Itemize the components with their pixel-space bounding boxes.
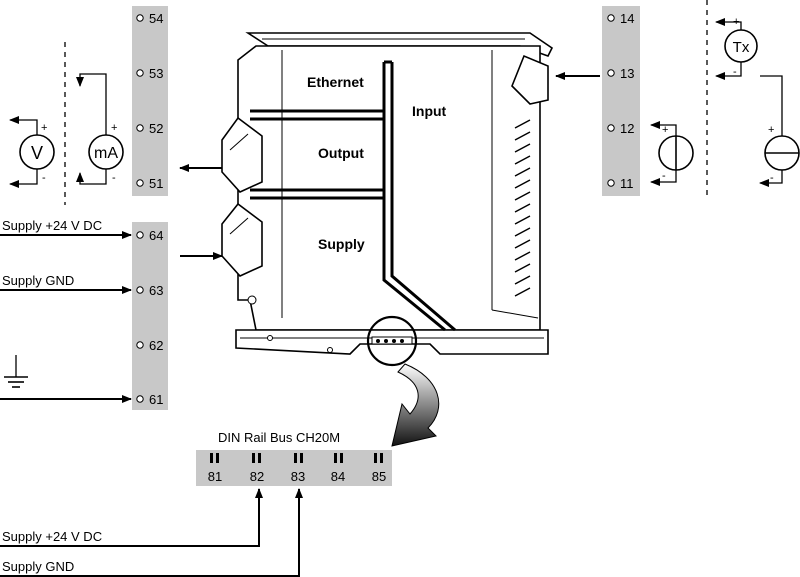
supply-gnd-label: Supply GND — [2, 273, 74, 288]
ammeter-plus: + — [111, 122, 117, 134]
terminal-52: 52 — [149, 121, 163, 136]
output-terminal-strip: 54 53 52 51 — [132, 6, 168, 196]
curved-arrow-icon — [391, 363, 440, 447]
terminal-61: 61 — [149, 392, 163, 407]
ammeter-symbol: mA — [94, 145, 118, 162]
terminal-12: 12 — [620, 121, 634, 136]
device-housing: Ethernet Output Supply Input — [221, 32, 554, 355]
terminal-51: 51 — [149, 176, 163, 191]
din-rail-bus: 81 82 83 84 85 — [196, 450, 392, 486]
bus-terminal-84: 84 — [331, 469, 345, 484]
voltmeter: V + - — [9, 116, 55, 188]
bus-terminal-83: 83 — [291, 469, 305, 484]
terminal-64: 64 — [149, 228, 163, 243]
bus-connector-detail — [366, 315, 418, 367]
bus-terminal-82: 82 — [250, 469, 264, 484]
input-terminal-strip: 14 13 12 11 — [602, 6, 640, 196]
loop-current-source-icon: + - — [759, 75, 800, 187]
terminal-63: 63 — [149, 283, 163, 298]
transmitter-symbol: Tx — [733, 39, 750, 56]
bus-terminal-81: 81 — [208, 469, 222, 484]
internal-busbars — [250, 60, 456, 332]
ground-icon — [4, 355, 28, 388]
module-output-label: Output — [318, 145, 364, 161]
input-source-plus: + — [662, 124, 668, 136]
bus-terminal-85: 85 — [372, 469, 386, 484]
terminal-54: 54 — [149, 11, 163, 26]
voltmeter-plus: + — [41, 122, 47, 134]
voltmeter-minus: - — [42, 172, 46, 184]
loop-source-minus: - — [770, 172, 774, 184]
voltmeter-symbol: V — [31, 143, 43, 163]
bottom-supply-gnd-label: Supply GND — [2, 559, 74, 574]
input-source-minus: - — [662, 170, 666, 182]
supply-wiring-left: Supply +24 V DC Supply GND — [0, 218, 132, 403]
supply-terminal-strip: 64 63 62 61 — [132, 222, 168, 410]
current-source-icon: + - — [650, 121, 694, 186]
terminal-62: 62 — [149, 338, 163, 353]
terminal-11: 11 — [620, 176, 634, 191]
loop-source-plus: + — [768, 124, 774, 136]
module-input-label: Input — [412, 103, 447, 119]
supply-24v-label: Supply +24 V DC — [2, 218, 102, 233]
terminal-14: 14 — [620, 11, 634, 26]
ammeter: mA + - — [76, 73, 124, 185]
ventilation-slots — [514, 119, 531, 297]
bottom-supply-24v-label: Supply +24 V DC — [2, 529, 102, 544]
module-ethernet-label: Ethernet — [307, 74, 364, 90]
bus-title: DIN Rail Bus CH20M — [218, 430, 340, 445]
transmitter-plus: + — [733, 16, 739, 28]
ammeter-minus: - — [112, 172, 116, 184]
transmitter: Tx + - — [715, 16, 758, 80]
module-supply-label: Supply — [318, 236, 365, 252]
transmitter-minus: - — [733, 66, 737, 78]
supply-wiring-bottom: Supply +24 V DC Supply GND — [0, 488, 303, 577]
terminal-53: 53 — [149, 66, 163, 81]
terminal-13: 13 — [620, 66, 634, 81]
